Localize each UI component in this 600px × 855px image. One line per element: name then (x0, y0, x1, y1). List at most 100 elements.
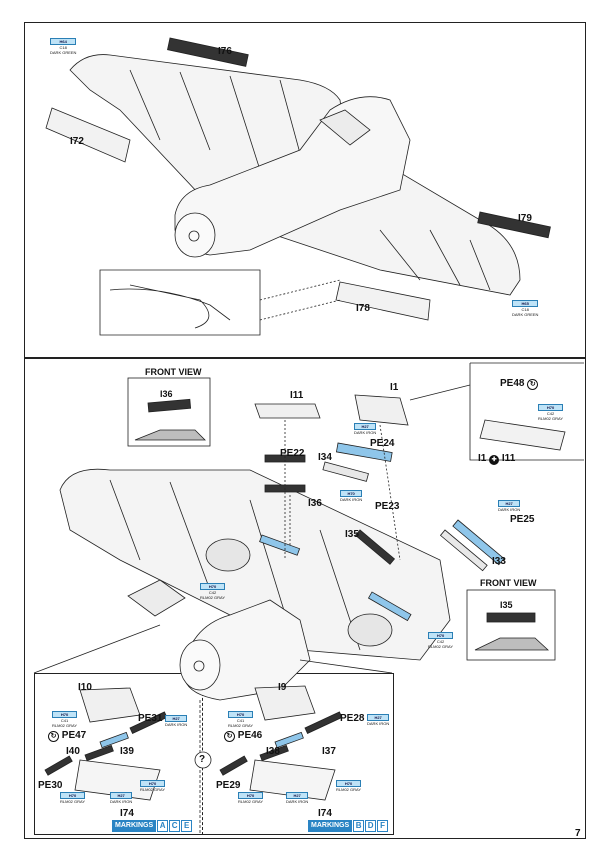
marking-f: F (377, 820, 389, 832)
part-label-pe30: PE30 (38, 780, 63, 791)
paint-tag-br-1: H70 C41 RLM02 GRAY (228, 711, 254, 728)
paint-name: DARK IRON (165, 722, 188, 727)
paint-tag-mid-1: H27 DARK IRON (354, 423, 377, 435)
part-label-i37: I37 (322, 746, 336, 757)
paint-code: H27 (367, 714, 390, 721)
part-label-pe24: PE24 (370, 438, 395, 449)
part-label-pe23: PE23 (375, 501, 400, 512)
part-label-pe22: PE22 (280, 448, 305, 459)
markings-badge-left: MARKINGS A C E (112, 820, 193, 832)
paint-code: H70 (60, 792, 86, 799)
middle-panel-frame (24, 357, 586, 839)
paint-tag-bl-3: H70 RLM02 GRAY (60, 792, 86, 804)
paint-tag-top-right: H65 C18 DARK GREEN (512, 300, 539, 317)
part-label-i74-left: I74 (120, 808, 134, 819)
paint-tag-mid-2: H70 DARK IRON (340, 490, 363, 502)
paint-code: H70 (428, 632, 454, 639)
paint-name: DARK IRON (340, 497, 363, 502)
paint-tag-inset: H70 C42 RLM02 GRAY (538, 404, 564, 421)
part-label-pe47: ↻ PE47 (48, 730, 86, 742)
paint-name: RLM02 GRAY (428, 644, 454, 649)
part-label-i79: I79 (518, 213, 532, 224)
paint-sub: C42 (436, 639, 445, 644)
paint-name: RLM02 GRAY (228, 723, 254, 728)
front-view-title-left: FRONT VIEW (145, 367, 202, 377)
bottom-left-inset-frame (34, 673, 203, 835)
paint-tag-mid-3: H27 DARK IRON (498, 500, 521, 512)
pe48-text: PE48 (500, 378, 525, 389)
paint-tag-br-4: H27 DARK IRON (286, 792, 309, 804)
paint-code: H70 (340, 490, 363, 497)
paint-sub: C18 (521, 307, 529, 312)
paint-name: DARK IRON (498, 507, 521, 512)
i1-text: I1 (478, 453, 487, 464)
paint-tag-mid-5: H70 C42 RLM02 GRAY (428, 632, 454, 649)
paint-code: H70 (52, 711, 78, 718)
paint-sub: C42 (546, 411, 555, 416)
front-view-part-left: I36 (160, 389, 173, 399)
paint-tag-bl-1: H70 C41 RLM02 GRAY (52, 711, 78, 728)
part-label-i10: I10 (78, 682, 92, 693)
part-label-pe31: PE31 (138, 713, 163, 724)
part-label-i76: I76 (218, 46, 232, 57)
paint-code: H70 (336, 780, 362, 787)
paint-tag-mid-4: H70 C42 RLM02 GRAY (200, 583, 226, 600)
paint-tag-bl-2: H27 DARK IRON (165, 715, 188, 727)
front-view-title-right: FRONT VIEW (480, 578, 537, 588)
part-label-i9: I9 (278, 682, 287, 693)
part-label-i40: I40 (66, 746, 80, 757)
front-view-part-right: I35 (500, 600, 513, 610)
paint-code: H70 (538, 404, 564, 411)
paint-code: H70 (228, 711, 254, 718)
paint-name: DARK GREEN (50, 50, 77, 55)
inset-i1-i11: I1 ✚ I11 (478, 453, 515, 465)
part-label-i72: I72 (70, 136, 84, 147)
part-label-i11: I11 (290, 390, 304, 401)
paint-code: H27 (498, 500, 521, 507)
paint-sub: C42 (208, 590, 217, 595)
paint-code: H27 (165, 715, 188, 722)
pe47-text: PE47 (61, 730, 87, 741)
paint-code: H27 (286, 792, 309, 799)
paint-name: RLM02 GRAY (60, 799, 86, 804)
part-label-i78: I78 (356, 303, 370, 314)
paint-name: DARK GREEN (512, 312, 539, 317)
paint-code: H65 (512, 300, 539, 307)
part-label-i34: I34 (318, 452, 332, 463)
paint-tag-br-5: H70 RLM02 GRAY (336, 780, 362, 792)
part-label-i36: I36 (308, 498, 322, 509)
i11-text: I11 (501, 453, 516, 464)
part-label-pe48: PE48 ↻ (500, 378, 539, 390)
paint-name: RLM02 GRAY (140, 787, 166, 792)
markings-badge-right: MARKINGS B D F (308, 820, 389, 832)
marking-d: D (365, 820, 377, 832)
paint-code: H70 (140, 780, 166, 787)
bend-icon: ↻ (224, 731, 235, 742)
markings-label: MARKINGS (308, 820, 353, 832)
paint-tag-br-2: H27 DARK IRON (367, 714, 390, 726)
paint-name: DARK IRON (354, 430, 377, 435)
marking-a: A (157, 820, 169, 832)
part-label-i35: I35 (345, 529, 359, 540)
glue-icon: ✚ (489, 455, 500, 465)
paint-code: H70 (200, 583, 226, 590)
paint-tag-br-3: H70 RLM02 GRAY (238, 792, 264, 804)
paint-name: DARK IRON (110, 799, 133, 804)
paint-tag-bl-5: H70 RLM02 GRAY (140, 780, 166, 792)
pe46-text: PE46 (237, 730, 263, 741)
paint-code: H64 (50, 38, 77, 45)
part-label-i33: I33 (492, 556, 506, 567)
part-label-pe29: PE29 (216, 780, 241, 791)
markings-label: MARKINGS (112, 820, 157, 832)
marking-e: E (181, 820, 193, 832)
part-label-i38: I38 (266, 746, 280, 757)
paint-name: RLM02 GRAY (336, 787, 362, 792)
paint-sub: C41 (236, 718, 245, 723)
page-number: 7 (575, 828, 581, 839)
part-label-i39: I39 (120, 746, 134, 757)
part-label-i1: I1 (390, 382, 399, 393)
paint-name: RLM02 GRAY (538, 416, 564, 421)
paint-code: H27 (110, 792, 133, 799)
paint-name: DARK IRON (286, 799, 309, 804)
top-panel-frame (24, 22, 586, 359)
